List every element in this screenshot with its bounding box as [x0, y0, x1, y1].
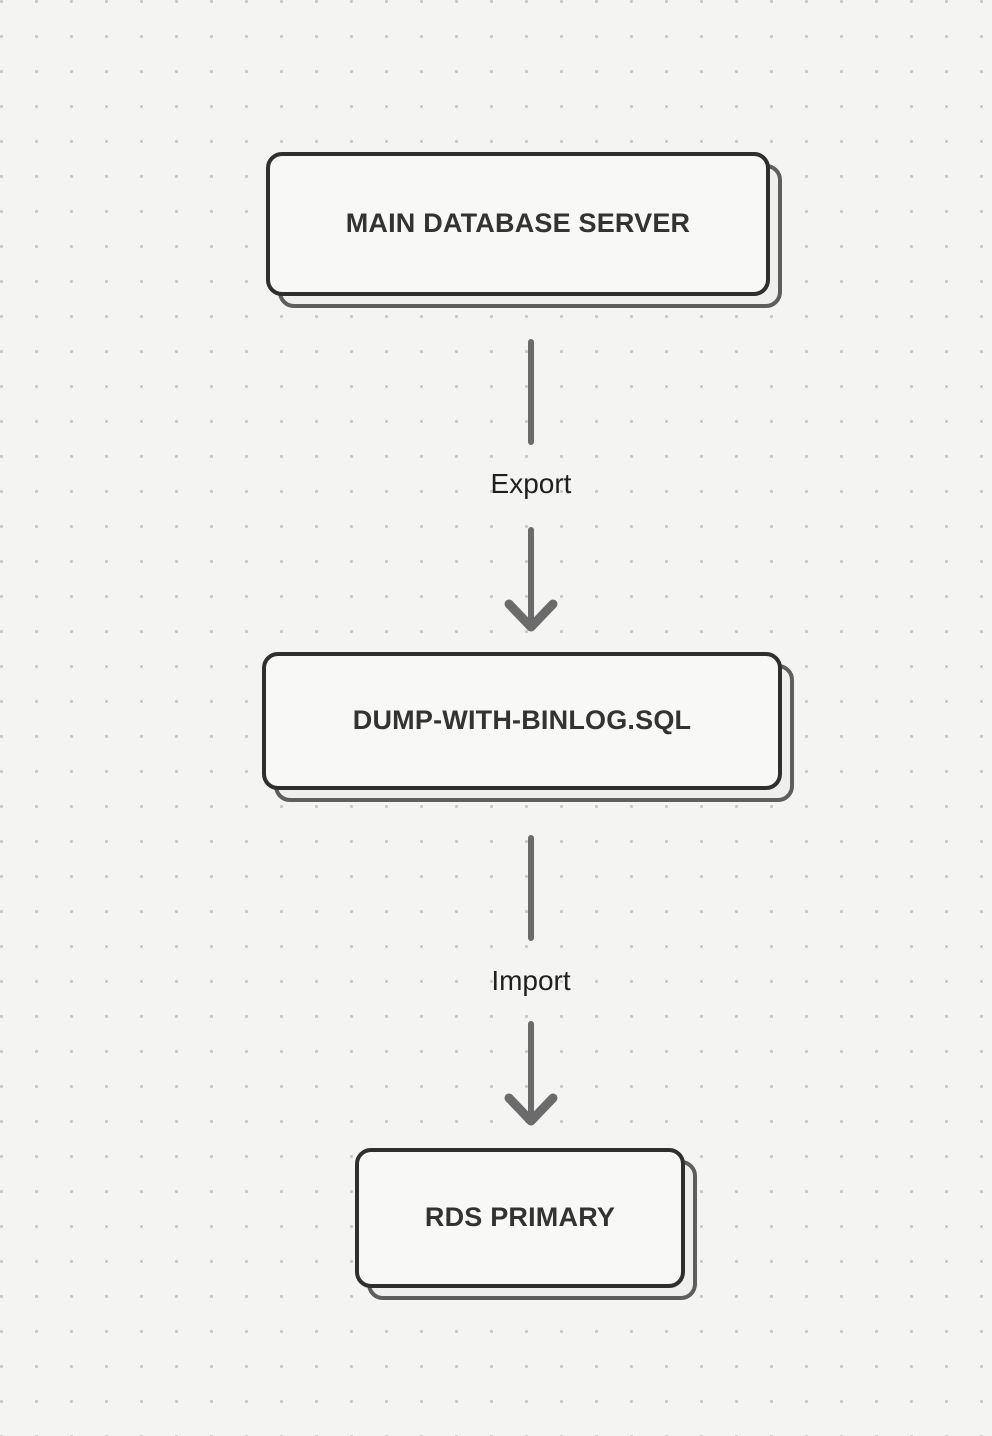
node-label: MAIN DATABASE SERVER [345, 208, 691, 239]
connector-import [0, 832, 992, 1132]
node-label: DUMP-WITH-BINLOG.SQL [352, 705, 692, 736]
node-card[interactable]: DUMP-WITH-BINLOG.SQL [262, 652, 782, 790]
node-main-database-server[interactable]: MAIN DATABASE SERVER [266, 152, 782, 308]
node-card[interactable]: RDS PRIMARY [355, 1148, 685, 1288]
node-card[interactable]: MAIN DATABASE SERVER [266, 152, 770, 296]
edge-label-import: Import [491, 965, 571, 996]
node-dump-file[interactable]: DUMP-WITH-BINLOG.SQL [262, 652, 794, 802]
arrowhead-icon [504, 599, 558, 632]
edge-label-export: Export [490, 468, 572, 499]
arrowhead-icon [504, 1093, 558, 1126]
node-rds-primary[interactable]: RDS PRIMARY [355, 1148, 697, 1300]
node-label: RDS PRIMARY [424, 1202, 616, 1233]
connector-export [0, 336, 992, 636]
